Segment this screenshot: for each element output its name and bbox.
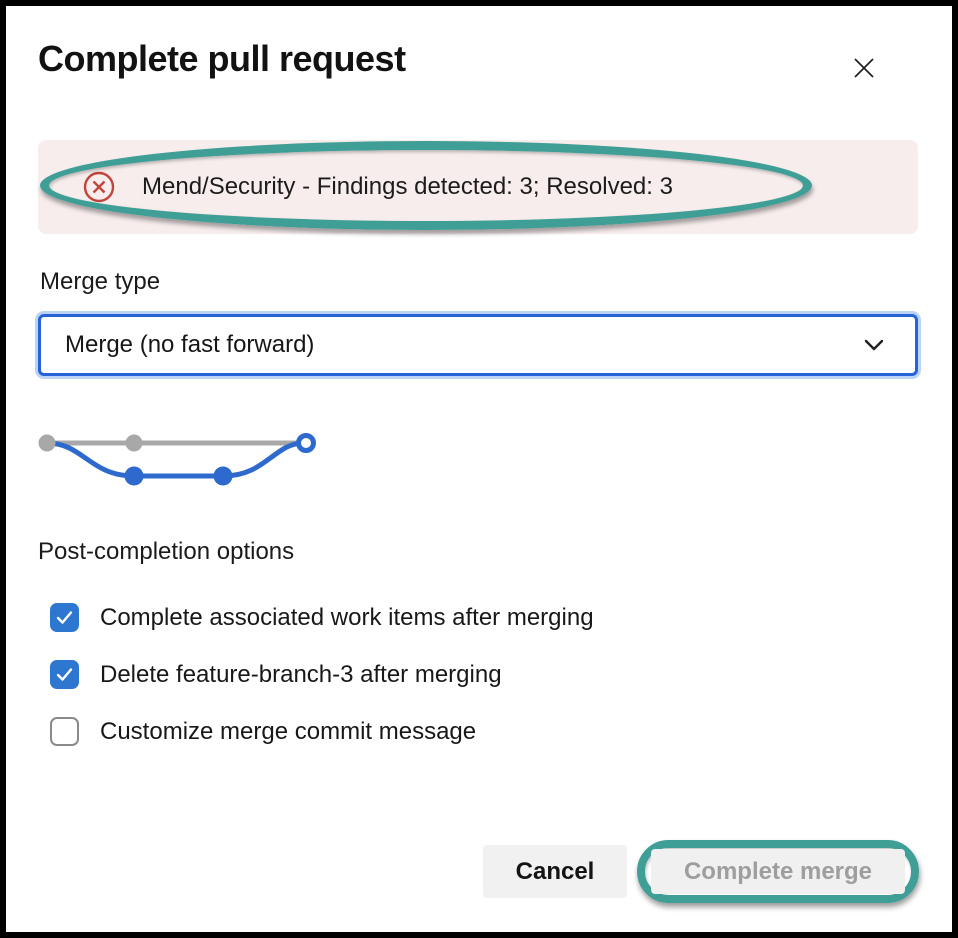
page-title: Complete pull request: [38, 38, 406, 79]
alert-message: Mend/Security - Findings detected: 3; Re…: [142, 173, 673, 200]
option-label: Complete associated work items after mer…: [100, 603, 594, 631]
checkmark-icon: [56, 611, 73, 624]
cancel-button[interactable]: Cancel: [483, 845, 627, 898]
checkbox-complete-work-items[interactable]: [50, 603, 79, 632]
option-delete-branch[interactable]: Delete feature-branch-3 after merging: [50, 660, 502, 689]
option-complete-work-items[interactable]: Complete associated work items after mer…: [50, 603, 594, 632]
checkbox-customize-commit-message[interactable]: [50, 717, 79, 746]
checkbox-delete-branch[interactable]: [50, 660, 79, 689]
post-completion-options-heading: Post-completion options: [38, 538, 295, 565]
complete-merge-button[interactable]: Complete merge: [651, 849, 905, 894]
option-label: Customize merge commit message: [100, 717, 477, 745]
merge-no-fast-forward-diagram: [38, 418, 328, 498]
security-alert-banner: Mend/Security - Findings detected: 3; Re…: [38, 140, 918, 234]
error-circle-x-icon: [82, 170, 116, 204]
checkmark-icon: [56, 668, 73, 681]
option-customize-commit-message[interactable]: Customize merge commit message: [50, 717, 476, 746]
merge-type-label: Merge type: [40, 268, 161, 295]
merge-type-selected-value: Merge (no fast forward): [65, 331, 315, 358]
teal-highlight-ring-annotation: Complete merge: [637, 840, 919, 903]
option-label: Delete feature-branch-3 after merging: [100, 660, 502, 688]
close-button[interactable]: [842, 46, 886, 90]
close-icon: [848, 52, 880, 84]
chevron-down-icon: [859, 330, 889, 360]
merge-type-dropdown[interactable]: Merge (no fast forward): [38, 314, 918, 376]
